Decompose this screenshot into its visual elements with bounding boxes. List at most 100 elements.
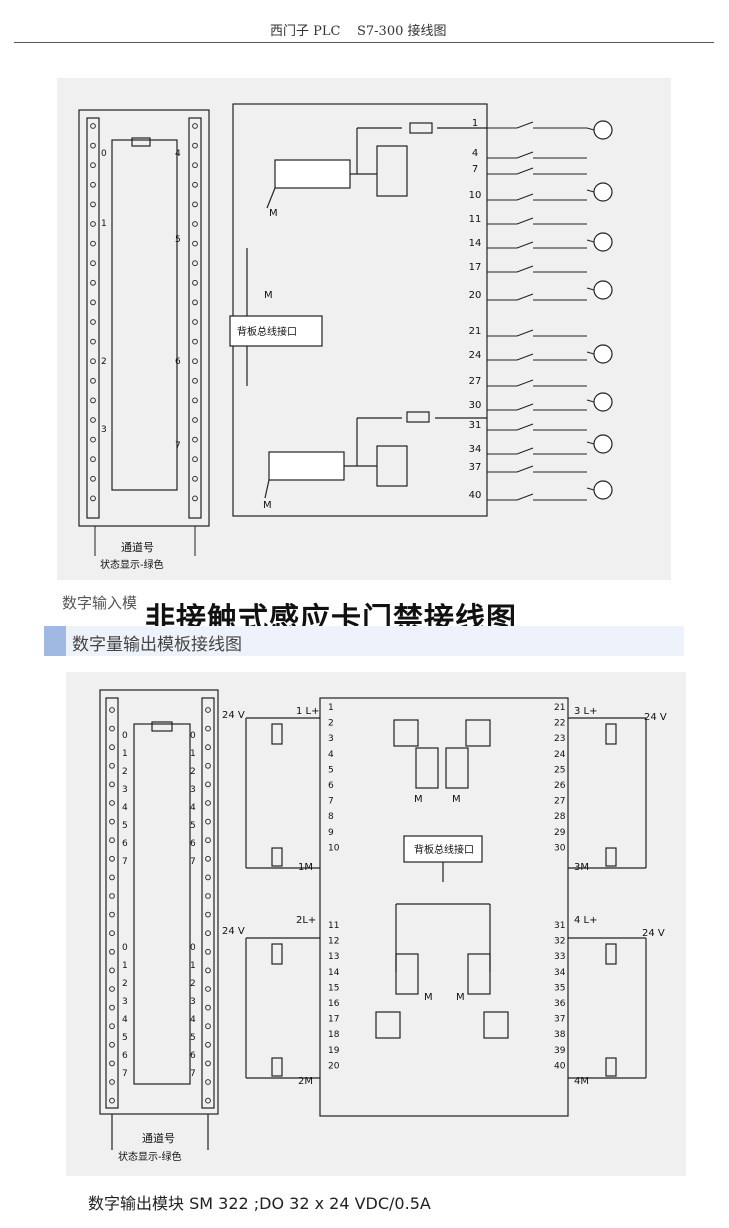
terminal-dot <box>205 986 211 992</box>
terminal-dot <box>192 377 198 384</box>
m-label-bottom: M <box>263 500 272 511</box>
output-terminal-label: 36 <box>554 999 566 1009</box>
terminal-dot <box>192 338 198 345</box>
lamp-icon <box>593 392 613 412</box>
group-label-4l: 4 L+ <box>574 915 598 926</box>
output-channel-number: 6 <box>122 839 128 849</box>
terminal-dot <box>205 744 211 751</box>
input-terminal-label: 31 <box>469 420 482 431</box>
output-bus-label: 背板总线接口 <box>414 843 474 856</box>
output-channel-number: 2 <box>190 979 196 989</box>
input-channel-number: 2 <box>101 357 107 367</box>
terminal-dot <box>205 855 211 862</box>
terminal-dot <box>205 967 211 974</box>
terminal-dot <box>90 279 96 286</box>
terminal-dot <box>205 1023 211 1030</box>
voltage-label-br: 24 V <box>642 928 665 939</box>
output-channel-number: 7 <box>122 1069 128 1079</box>
m-label-mid: M <box>264 290 273 301</box>
terminal-dot <box>205 725 211 732</box>
output-channel-number: 7 <box>190 1069 196 1079</box>
terminal-dot <box>109 1004 115 1011</box>
output-terminal-label: 38 <box>554 1030 566 1040</box>
lamp-icon <box>593 120 613 140</box>
m-label-out-1: M <box>414 794 423 805</box>
input-channel-number: 4 <box>175 149 181 159</box>
output-channel-number: 6 <box>122 1051 128 1061</box>
voltage-label-tl: 24 V <box>222 710 245 721</box>
terminal-dot <box>109 762 115 769</box>
input-terminal-label: 1 <box>472 118 478 129</box>
input-terminal-label: 40 <box>469 490 482 501</box>
output-channel-number: 1 <box>190 749 196 759</box>
terminal-dot <box>205 1004 211 1011</box>
m-label-out-3: M <box>424 992 433 1003</box>
terminal-dot <box>205 1041 211 1048</box>
terminal-dot <box>192 221 198 227</box>
output-terminal-label: 27 <box>554 797 565 807</box>
terminal-dot <box>205 948 211 955</box>
voltage-label-tr: 24 V <box>644 712 667 723</box>
terminal-dot <box>192 475 198 482</box>
output-terminal-label: 12 <box>328 937 339 947</box>
terminal-dot <box>205 800 211 806</box>
output-terminal-label: 25 <box>554 765 565 775</box>
output-terminal-label: 20 <box>328 1061 340 1071</box>
input-terminal-label: 34 <box>469 444 482 455</box>
output-terminal-label: 2 <box>328 719 334 729</box>
input-terminal-label: 21 <box>469 326 482 337</box>
terminal-dot <box>192 162 198 169</box>
terminal-dot <box>109 893 115 899</box>
terminal-dot <box>109 855 115 862</box>
output-channel-number: 1 <box>122 961 128 971</box>
terminal-dot <box>192 436 198 443</box>
terminal-dot <box>90 436 96 443</box>
terminal-dot <box>192 260 198 267</box>
output-channel-number: 5 <box>122 821 128 831</box>
output-terminal-label: 34 <box>554 968 566 978</box>
output-terminal-label: 39 <box>554 1046 566 1056</box>
output-terminal-label: 28 <box>554 812 566 822</box>
terminal-dot <box>109 1079 115 1085</box>
input-terminal-label: 17 <box>469 262 482 273</box>
output-terminal-label: 4 <box>328 750 334 760</box>
output-channel-number: 4 <box>190 1015 196 1025</box>
terminal-dot <box>205 707 211 713</box>
output-terminal-label: 29 <box>554 828 566 838</box>
input-terminal-label: 7 <box>472 164 478 175</box>
input-channel-number: 3 <box>101 425 107 435</box>
input-channel-label: 通道号 <box>121 540 154 554</box>
output-terminal-label: 37 <box>554 1015 565 1025</box>
output-channel-number: 3 <box>190 785 196 795</box>
input-bus-label: 背板总线接口 <box>237 325 297 338</box>
lamp-icon <box>593 344 613 364</box>
input-channel-number: 5 <box>175 235 181 245</box>
output-channel-number: 1 <box>190 961 196 971</box>
output-terminal-label: 33 <box>554 952 565 962</box>
terminal-dot <box>192 358 198 365</box>
input-terminal-label: 10 <box>469 190 482 201</box>
output-channel-number: 0 <box>190 943 196 953</box>
output-terminal-label: 23 <box>554 734 565 744</box>
terminal-dot <box>192 201 198 208</box>
input-terminal-label: 4 <box>472 148 478 159</box>
output-channel-number: 2 <box>190 767 196 777</box>
output-terminal-label: 9 <box>328 828 334 838</box>
terminal-dot <box>90 377 96 384</box>
terminal-dot <box>90 162 96 169</box>
group-label-2m: 2M <box>298 1076 313 1087</box>
terminal-dot <box>109 781 115 788</box>
input-terminal-label: 14 <box>469 238 482 249</box>
output-terminal-label: 35 <box>554 983 565 993</box>
input-terminal-label: 30 <box>469 400 482 411</box>
terminal-dot <box>192 181 198 188</box>
terminal-dot <box>192 240 198 247</box>
terminal-dot <box>205 930 211 937</box>
terminal-dot <box>109 930 115 937</box>
output-terminal-label: 21 <box>554 703 565 713</box>
terminal-dot <box>192 299 198 306</box>
output-channel-number: 5 <box>122 1033 128 1043</box>
terminal-dot <box>205 1097 211 1104</box>
m-label-top: M <box>269 208 278 219</box>
lamp-icon <box>593 280 613 300</box>
